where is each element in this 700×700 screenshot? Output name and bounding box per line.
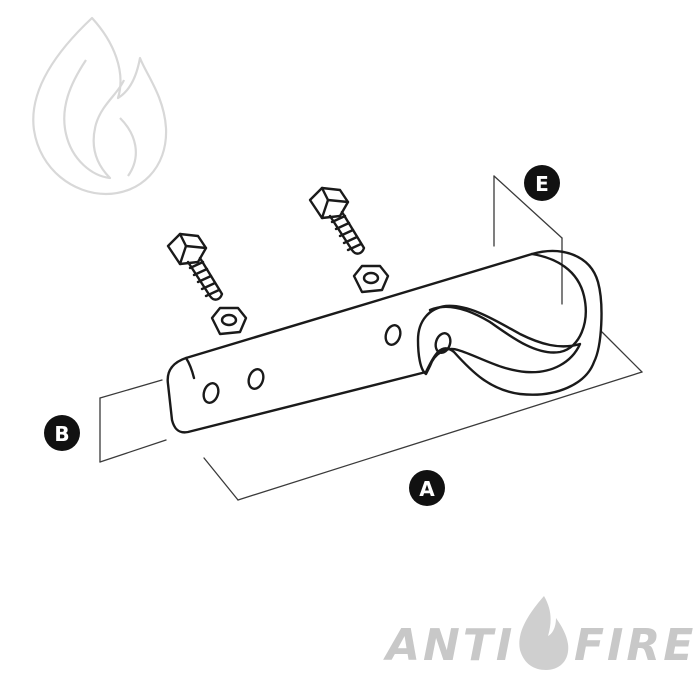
nut-right	[352, 264, 390, 294]
callout-e: E	[524, 165, 560, 201]
bolt-right	[308, 186, 366, 255]
brand-word-fire: FIRE	[574, 620, 696, 671]
callout-b: B	[44, 415, 80, 451]
strap-hole-4	[434, 332, 452, 354]
strap-hole-3	[384, 324, 402, 346]
clamp-strap	[166, 249, 603, 434]
dimension-b-lines	[99, 379, 167, 463]
dimension-e-lines	[493, 175, 563, 305]
brand-flame-icon	[519, 596, 569, 670]
strap-hole-2	[247, 368, 265, 390]
callout-b-label: B	[54, 422, 69, 446]
brand-word-anti: ANTI	[383, 620, 515, 671]
bolt-left	[166, 232, 224, 301]
dimension-a-lines	[203, 331, 643, 501]
brand-logo: ANTI FIRE	[383, 596, 696, 671]
callout-a-label: A	[419, 477, 435, 501]
callout-e-label: E	[535, 172, 549, 196]
nut-left	[210, 306, 248, 336]
strap-hole-1	[202, 382, 220, 404]
callout-a: A	[409, 470, 445, 506]
flame-watermark-icon	[32, 16, 168, 196]
